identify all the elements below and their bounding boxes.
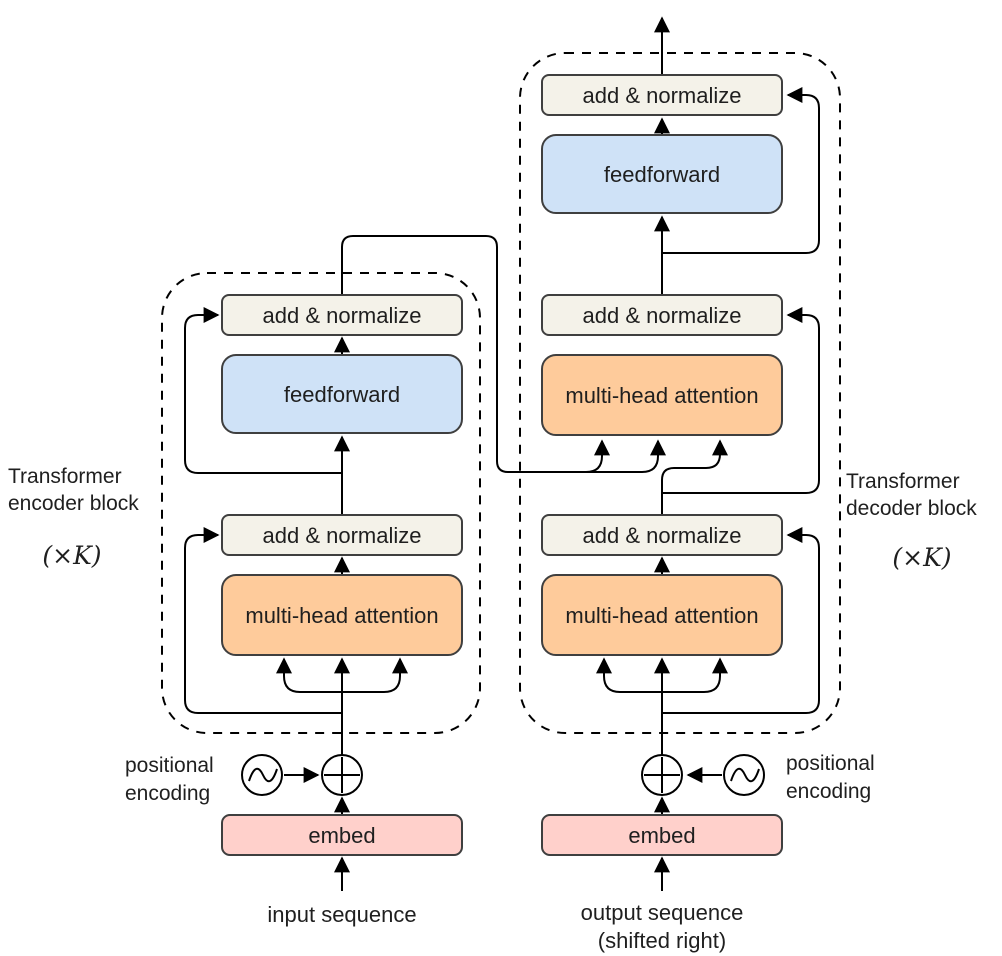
decoder-add-normalize-bottom-box xyxy=(541,514,783,556)
decoder-cross-attention-box xyxy=(541,354,783,436)
decoder-repeat-label: (×K) xyxy=(892,543,951,572)
decoder-title-line2: decoder block xyxy=(846,497,977,520)
encoder-output-to-cross-attention-1 xyxy=(341,235,610,473)
encoder-attention-right-branch xyxy=(342,657,408,693)
decoder-add-normalize-middle-box xyxy=(541,294,783,336)
encoder-flow-lines xyxy=(184,235,666,891)
decoder-positional-label-line1: positional xyxy=(786,752,875,775)
decoder-flow-lines xyxy=(596,16,820,891)
encoder-add-normalize-top-box xyxy=(221,294,463,336)
decoder-query-to-cross-attention xyxy=(661,439,728,515)
decoder-cross-attention-residual xyxy=(662,307,820,494)
encoder-add-normalize-bottom-box xyxy=(221,514,463,556)
plus-glyph xyxy=(644,757,680,793)
encoder-positional-label-line2: encoding xyxy=(125,782,210,805)
decoder-attention-right-branch xyxy=(662,657,728,693)
encoder-attention-left-branch xyxy=(276,657,342,693)
decoder-self-attention-box xyxy=(541,574,783,656)
encoder-attention-residual xyxy=(184,527,342,714)
decoder-add-normalize-top-label: add & normalize xyxy=(583,83,742,108)
encoder-add-normalize-top-label: add & normalize xyxy=(263,303,422,328)
encoder-embed-box xyxy=(221,814,463,856)
encoder-output-to-cross-attention-2 xyxy=(540,439,666,473)
encoder-add-normalize-bottom-label: add & normalize xyxy=(263,523,422,548)
encoder-feedforward-box xyxy=(221,354,463,434)
sine-wave-glyph xyxy=(248,767,278,783)
output-sequence-label-line2: (shifted right) xyxy=(598,928,726,953)
decoder-self-attention-label: multi-head attention xyxy=(565,603,758,628)
decoder-blocks: add & normalize feedforward add & normal… xyxy=(541,74,783,856)
decoder-positional-encoding xyxy=(641,754,765,796)
encoder-block-outline xyxy=(161,272,481,734)
encoder-positional-label-line1: positional xyxy=(125,754,214,777)
output-sequence-label-line1: output sequence xyxy=(581,900,744,925)
decoder-title-line1: Transformer xyxy=(846,470,960,493)
input-sequence-label: input sequence xyxy=(267,902,416,927)
decoder-block-outline xyxy=(519,52,841,734)
decoder-embed-box xyxy=(541,814,783,856)
sine-wave-glyph xyxy=(730,767,760,783)
decoder-feedforward-label: feedforward xyxy=(604,162,720,187)
decoder-cross-attention-label: multi-head attention xyxy=(565,383,758,408)
encoder-positional-encoding xyxy=(241,754,363,796)
decoder-positional-label-line2: encoding xyxy=(786,780,871,803)
decoder-ff-residual xyxy=(662,87,820,254)
annotations: Transformer encoder block (×K) Transform… xyxy=(8,465,977,953)
plus-glyph xyxy=(324,757,360,793)
encoder-multi-head-attention-label: multi-head attention xyxy=(245,603,438,628)
decoder-feedforward-box xyxy=(541,134,783,214)
decoder-add-normalize-top-box xyxy=(541,74,783,116)
encoder-repeat-label: (×K) xyxy=(42,541,101,570)
decoder-self-attention-residual xyxy=(662,527,820,714)
encoder-ff-residual xyxy=(184,307,342,474)
encoder-feedforward-label: feedforward xyxy=(284,382,400,407)
decoder-add-normalize-bottom-label: add & normalize xyxy=(583,523,742,548)
decoder-embed-label: embed xyxy=(628,823,695,848)
encoder-blocks: add & normalize feedforward add & normal… xyxy=(221,294,463,856)
decoder-add-normalize-middle-label: add & normalize xyxy=(583,303,742,328)
encoder-embed-label: embed xyxy=(308,823,375,848)
decoder-attention-left-branch xyxy=(596,657,662,693)
encoder-title-line1: Transformer xyxy=(8,465,122,488)
encoder-multi-head-attention-box xyxy=(221,574,463,656)
encoder-title-line2: encoder block xyxy=(8,492,139,515)
